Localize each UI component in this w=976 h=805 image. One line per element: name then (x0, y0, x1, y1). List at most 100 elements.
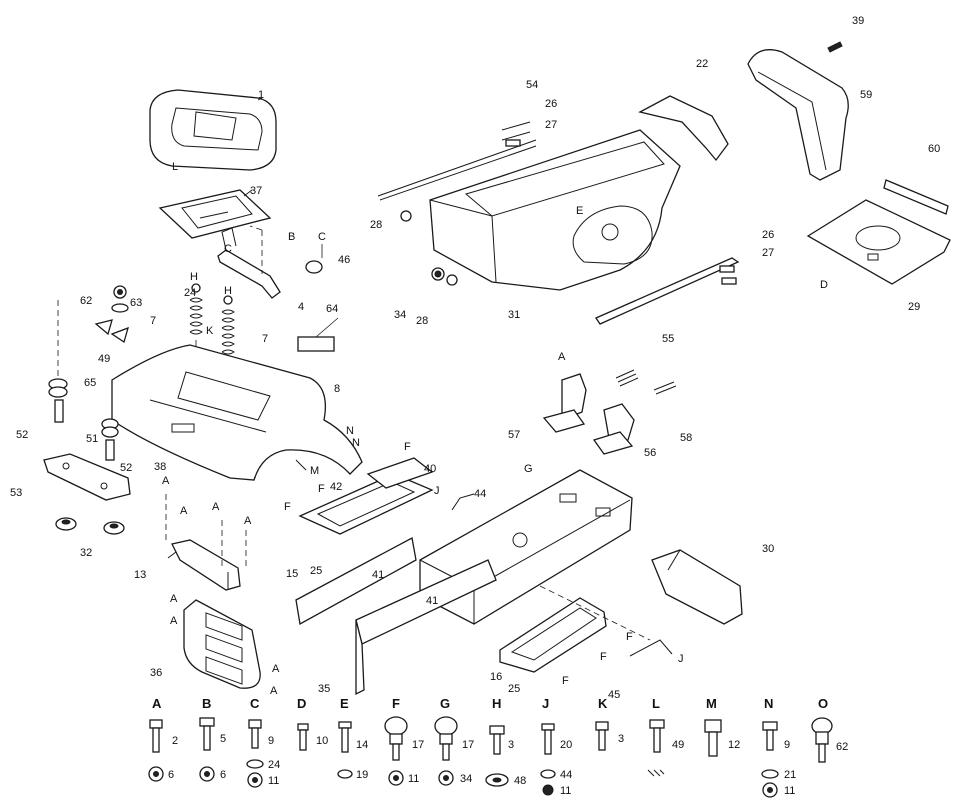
callout-58: 57 (508, 429, 520, 441)
callout-8: 8 (334, 383, 340, 395)
plate-30-part (806, 199, 951, 285)
hw-o-bolt: 62 (836, 741, 848, 753)
ref-e: E (576, 205, 583, 217)
seat-pan-part (158, 189, 272, 239)
callout-29-top: 28 (370, 219, 382, 231)
ref-f-16b: F (600, 651, 607, 663)
footrest-right-part (499, 597, 607, 673)
ref-h-right: H (224, 285, 232, 297)
reference-letters: L B C C H H K N N M E D A G J J F F F F … (162, 161, 828, 697)
hw-letter-o: O (818, 696, 828, 711)
hw-letter-g: G (440, 696, 450, 711)
callout-65: 64 (326, 303, 338, 315)
seat-spring-assembly (189, 225, 281, 420)
callout-32: 31 (508, 309, 520, 321)
callout-53-right: 52 (120, 462, 132, 474)
hw-m-bolt: 12 (728, 739, 740, 751)
hw-a-bolt: 2 (172, 735, 178, 747)
ref-j-top: J (434, 485, 440, 497)
callout-59: 58 (680, 432, 692, 444)
bracket-57-58-part (542, 373, 635, 455)
hw-letter-n: N (764, 696, 773, 711)
grille-22-part (638, 95, 729, 162)
hw-j-bolt: 20 (560, 739, 572, 751)
callout-42-left: 41 (372, 569, 384, 581)
spring-59-part (615, 369, 677, 395)
seat-part (149, 89, 277, 171)
bushing-33-part (55, 517, 125, 535)
hw-f-bolt: 17 (412, 739, 424, 751)
callout-52: 51 (86, 433, 98, 445)
hinge-bracket-part (165, 494, 247, 591)
shield-31-part (651, 549, 743, 625)
callout-64: 63 (130, 297, 142, 309)
hw-letter-e: E (340, 696, 349, 711)
callout-31: 30 (762, 543, 774, 555)
hw-letter-l: L (652, 696, 660, 711)
ref-h-left: H (190, 271, 198, 283)
ref-b: B (288, 231, 295, 243)
ref-k: K (206, 325, 214, 337)
ref-n-2: N (352, 437, 360, 449)
bar-61-part (883, 179, 949, 215)
callout-57: 56 (644, 447, 656, 459)
ref-c-knob: C (318, 231, 326, 243)
footrest-left-part (298, 457, 434, 535)
ref-n-1: N (346, 425, 354, 437)
ref-f-41: F (404, 441, 411, 453)
ref-g: G (524, 463, 533, 475)
callout-40: 39 (852, 15, 864, 27)
callout-61: 60 (928, 143, 940, 155)
callout-26-right: 25 (508, 683, 520, 695)
callout-27-right: 26 (762, 229, 774, 241)
hw-c-lower: 11 (268, 775, 279, 787)
callout-30: 29 (908, 301, 920, 313)
callout-41: 40 (424, 463, 436, 475)
hw-letter-k: K (598, 696, 608, 711)
ref-j-bottom: J (678, 653, 684, 665)
ref-l: L (172, 161, 178, 173)
ref-a-6: A (170, 615, 178, 627)
callout-7-left: 7 (150, 315, 156, 327)
callout-27-top: 26 (545, 98, 557, 110)
hw-k-bolt: 3 (618, 733, 624, 745)
callout-51: 49 (98, 353, 110, 365)
hw-l-bolt: 49 (672, 739, 684, 751)
callout-29-bottom: 28 (416, 315, 428, 327)
hw-letter-m: M (706, 696, 717, 711)
callout-16: 16 (490, 671, 502, 683)
spring-stack-part (48, 300, 119, 461)
hw-b-bolt: 5 (220, 733, 226, 745)
callout-1: 1 (258, 89, 264, 101)
clip-part (94, 319, 129, 344)
ref-a-1: A (162, 475, 170, 487)
ref-a-4: A (244, 515, 252, 527)
callout-28-right: 27 (762, 247, 774, 259)
ref-a-3: A (212, 501, 220, 513)
hw-g-bolt: 17 (462, 739, 474, 751)
callout-4: 4 (298, 301, 304, 313)
knob-part (305, 244, 323, 274)
grille-60-part (747, 49, 849, 181)
callout-46: 45 (608, 689, 620, 701)
decal-28-part (505, 139, 521, 147)
frame-rail-part (295, 537, 497, 696)
hw-c-bolt: 9 (268, 735, 274, 747)
hood-part (429, 129, 681, 291)
hw-h-lower: 48 (514, 775, 526, 787)
decal-strip-56-part (595, 257, 740, 325)
rod-46-part (629, 639, 673, 657)
callout-54: 53 (10, 487, 22, 499)
hw-letter-j: J (542, 696, 549, 711)
hw-j-upper: 44 (560, 769, 572, 781)
ref-f-15: F (284, 501, 291, 513)
hardware-icons (148, 716, 833, 798)
hw-a-lower: 6 (168, 769, 174, 781)
hw-n-upper: 21 (784, 769, 796, 781)
hw-letter-h: H (492, 696, 501, 711)
ref-a-7: A (272, 663, 280, 675)
callout-47: 46 (338, 254, 350, 266)
callout-28-top: 27 (545, 119, 557, 131)
callout-55: 54 (526, 79, 538, 91)
hw-letter-c: C (250, 696, 260, 711)
